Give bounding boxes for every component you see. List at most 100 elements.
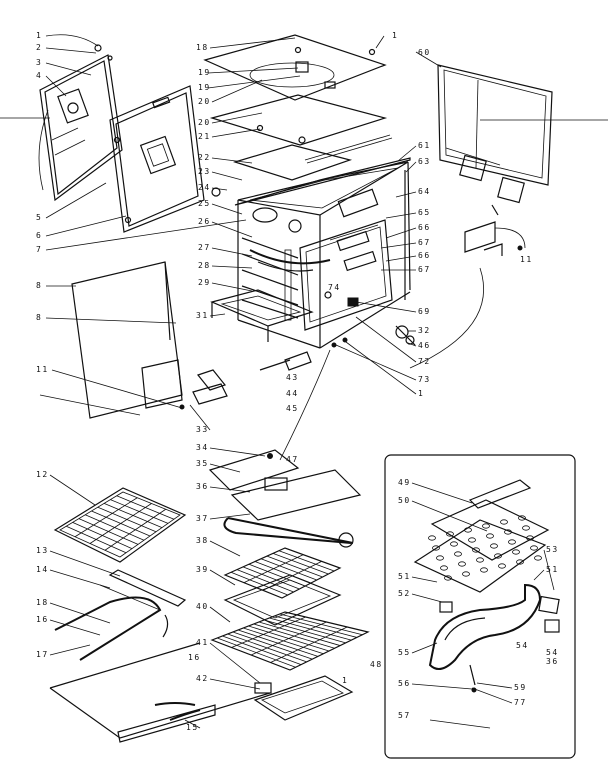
label-1: 1: [418, 389, 424, 398]
rack-wire: [260, 558, 317, 581]
tray-hole: [518, 515, 526, 521]
label-35: 35: [196, 459, 209, 468]
label-28: 28: [198, 261, 211, 270]
label-16: 16: [36, 615, 49, 624]
rack-wire: [243, 554, 304, 584]
label-40: 40: [196, 602, 209, 611]
tray-hole: [534, 555, 542, 561]
rack-40: [210, 611, 370, 671]
label-18: 18: [196, 43, 209, 52]
rack-slide-13: [99, 569, 187, 638]
label-32: 32: [418, 326, 431, 335]
label-7: 7: [36, 245, 42, 254]
label-69: 69: [418, 307, 431, 316]
label-6: 6: [36, 231, 42, 240]
broil-element-17: [49, 596, 271, 743]
label-12: 12: [36, 470, 49, 479]
tray-hole: [472, 547, 480, 553]
label-2: 2: [36, 43, 42, 52]
rack-wire: [242, 566, 300, 590]
label-17: 17: [36, 650, 49, 659]
label-11: 11: [520, 255, 533, 264]
label-31: 31: [196, 311, 209, 320]
label-41: 41: [196, 638, 209, 647]
oven-body: [234, 157, 411, 349]
tray-hole: [512, 549, 520, 555]
tray-39: [223, 574, 342, 626]
oven-bottom-tray: [210, 289, 314, 342]
label-63: 63: [418, 157, 431, 166]
label-14: 14: [36, 565, 49, 574]
tray-hole: [500, 519, 508, 525]
rack-wire: [250, 621, 327, 656]
label-74: 74: [328, 283, 341, 292]
rack-wire: [104, 508, 166, 551]
label-leaders: [45, 34, 555, 729]
oven-top-plate: [232, 144, 353, 181]
label-19: 19: [198, 68, 211, 77]
tray-hole: [446, 531, 454, 537]
label-50: 50: [398, 496, 411, 505]
label-1: 1: [36, 31, 42, 40]
label-67: 67: [418, 265, 431, 274]
label-66: 66: [418, 251, 431, 260]
label-60: 60: [418, 48, 431, 57]
tray-hole: [522, 525, 530, 531]
label-20: 20: [198, 97, 211, 106]
part-labels: 1 2 3 4 5 6 7 8 8 11 11 18 1 19 19 20 20…: [36, 31, 559, 732]
top-cover-panel: [203, 34, 387, 101]
label-8: 8: [36, 281, 42, 290]
oven-rack-12: [53, 487, 187, 563]
label-1: 1: [342, 676, 348, 685]
inset-box: [384, 454, 576, 759]
label-64: 64: [418, 187, 431, 196]
label-56: 56: [398, 679, 411, 688]
tray-hole: [432, 545, 440, 551]
label-20: 20: [198, 118, 211, 127]
label-45: 45: [286, 404, 299, 413]
rack-wire: [270, 626, 348, 663]
rack-wire: [278, 550, 335, 572]
rack-38: [223, 547, 342, 599]
label-18: 18: [36, 598, 49, 607]
label-23: 23: [198, 167, 211, 176]
label-38: 38: [196, 536, 209, 545]
rack-wire: [230, 571, 288, 596]
label-11: 11: [36, 365, 49, 374]
label-29: 29: [198, 278, 211, 287]
rack-wire: [272, 553, 329, 575]
label-26: 26: [198, 217, 211, 226]
tray-hole: [504, 529, 512, 535]
tray-hole: [468, 537, 476, 543]
tray-hole: [464, 527, 472, 533]
tray-hole: [436, 555, 444, 561]
mounting-brackets: [94, 44, 523, 459]
label-27: 27: [198, 243, 211, 252]
tray-hole: [526, 535, 534, 541]
label-77: 77: [514, 698, 527, 707]
label-34: 34: [196, 443, 209, 452]
label-36: 36: [196, 482, 209, 491]
label-42: 42: [196, 674, 209, 683]
rack-wire: [266, 555, 323, 578]
label-15: 15: [186, 723, 199, 732]
label-8: 8: [36, 313, 42, 322]
side-panel-left: [109, 85, 205, 233]
label-5: 5: [36, 213, 42, 222]
label-51: 51: [398, 572, 411, 581]
label-24: 24: [198, 183, 211, 192]
label-65: 65: [418, 208, 431, 217]
rack-wire: [74, 497, 138, 538]
label-66: 66: [418, 223, 431, 232]
right-side-panel: [404, 64, 553, 300]
label-61: 61: [418, 141, 431, 150]
label-73: 73: [418, 375, 431, 384]
label-51: 51: [546, 565, 559, 574]
drip-pan-41: [253, 675, 354, 721]
tray-hole: [494, 553, 502, 559]
tray-hole: [476, 557, 484, 563]
label-48: 48: [370, 660, 383, 669]
label-21: 21: [198, 132, 211, 141]
